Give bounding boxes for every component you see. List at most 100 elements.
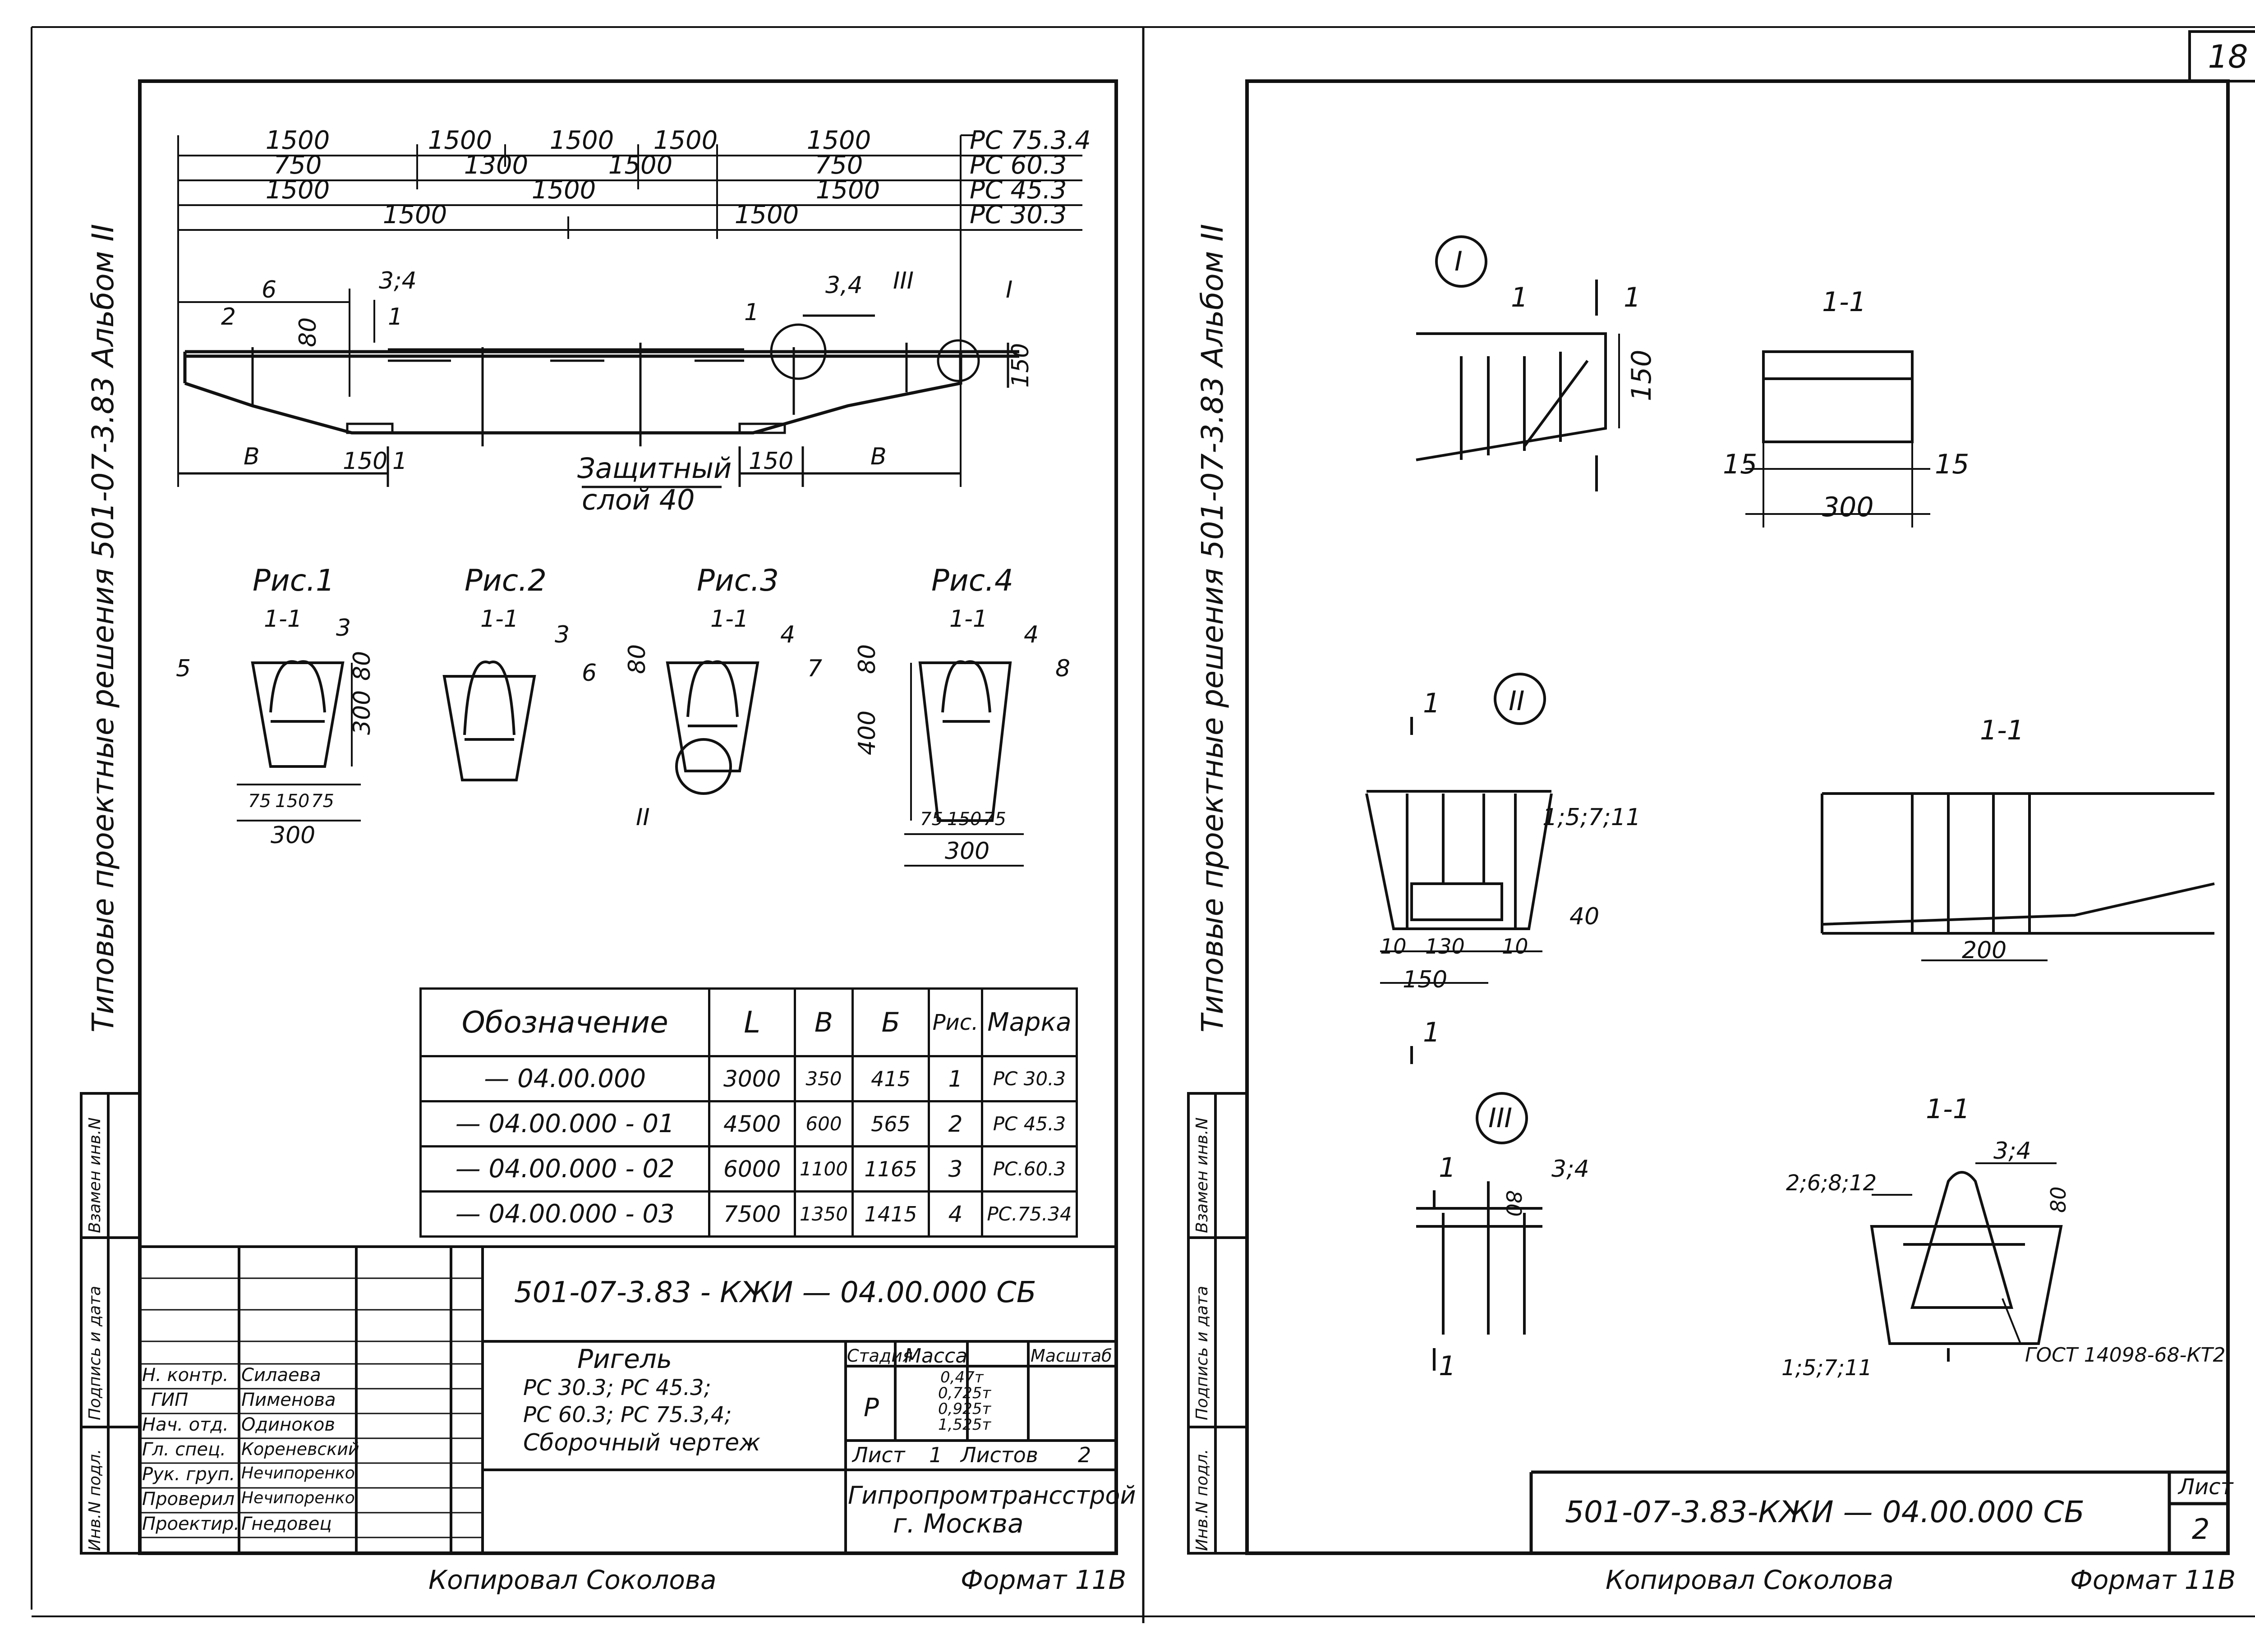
left-stamp-sign: Подпись и дата — [86, 1285, 104, 1420]
detail-III-leader: 3;4 — [1551, 1156, 1589, 1183]
dim-row2-v1: 750 — [274, 151, 322, 180]
fig4-dim-300-bottom: 300 — [945, 838, 989, 865]
detail-II-dim-40: 40 — [1569, 903, 1599, 930]
role-name: Гнедовец — [241, 1514, 332, 1534]
role-label: Н. контр. — [142, 1365, 229, 1386]
elev-pos-2: 2 — [221, 303, 236, 330]
section-top-dim-300: 300 — [1822, 491, 1874, 523]
copied-by-left: Копировал Соколова — [428, 1565, 717, 1595]
spec-cell: 600 — [793, 1100, 854, 1147]
table-row: — 04.00.000 - 01 4500 600 565 2 РС 45.3 — [419, 1100, 1078, 1147]
title-name-1: Ригель — [577, 1344, 672, 1374]
spec-cell: — 04.00.000 - 02 — [419, 1145, 711, 1193]
section-top-title: 1-1 — [1822, 286, 1866, 318]
section-bottom-leader-bottom: 1;5;7;11 — [1781, 1355, 1872, 1381]
spec-cell: 4 — [928, 1190, 983, 1238]
protective-layer-1: Защитный — [577, 452, 732, 485]
title-code-left: 501-07-3.83 - КЖИ — 04.00.000 СБ — [514, 1276, 1036, 1309]
role-name: Одиноков — [241, 1414, 335, 1435]
elev-callout-I: I — [1006, 276, 1012, 303]
sheets-value-left: 2 — [1078, 1443, 1091, 1467]
fig1-dim-75a: 75 — [248, 791, 271, 812]
detail-II-section-mark: 1 — [1423, 688, 1440, 719]
spec-cell: 1165 — [851, 1145, 930, 1193]
section-bottom-gost: ГОСТ 14098-68-КТ2 — [2025, 1344, 2226, 1367]
detail-II-section-mark-b: 1 — [1423, 1017, 1440, 1048]
right-stamp-inv: Инв.N подл. — [1193, 1449, 1211, 1551]
album-title-right: Типовые проектные решения 501-07-3.83 Ал… — [1195, 224, 1230, 1032]
fig4-dim-75a: 75 — [920, 809, 943, 830]
fig3-section: 1-1 — [710, 606, 749, 633]
fig1-dim-150: 150 — [275, 791, 309, 812]
sheet-value-right: 2 — [2192, 1513, 2210, 1546]
elev-pos-1: 1 — [744, 299, 759, 326]
detail-I-dim-150: 150 — [1626, 349, 1657, 401]
role-name: Кореневский — [241, 1439, 359, 1459]
spec-table: Обозначение L В Б Рис. Марка — 04.00.000… — [419, 987, 1078, 1238]
fig4-dim-400: 400 — [854, 711, 881, 755]
fig1-leader-5: 5 — [176, 655, 191, 682]
fig4-dim-150: 150 — [947, 809, 981, 830]
spec-cell: 415 — [851, 1055, 930, 1102]
fig1-dim-300-bottom: 300 — [271, 822, 315, 849]
detail-III-section-mark-b: 1 — [1439, 1350, 1456, 1382]
dim-row2-v2: 1300 — [464, 151, 529, 180]
spec-header-V: В — [793, 987, 854, 1057]
role-label: Нач. отд. — [142, 1414, 229, 1435]
elev-dim-B-right: В — [870, 443, 887, 470]
dim-row2-v4: 750 — [815, 151, 863, 180]
detail-III-label: III — [1488, 1102, 1512, 1134]
detail-II-label: II — [1509, 685, 1524, 717]
fig4-section: 1-1 — [949, 606, 988, 633]
spec-cell: 3000 — [708, 1055, 796, 1102]
right-stamp-replace: Взамен инв.N — [1193, 1117, 1211, 1233]
role-label: Проверил — [142, 1489, 235, 1510]
role-label: Проектир. — [142, 1514, 240, 1534]
elev-section-mark: 1 — [388, 303, 403, 330]
elev-dim-6: 6 — [262, 276, 276, 303]
fig1-title: Рис.1 — [253, 563, 335, 598]
dim-row3-v1: 1500 — [266, 175, 330, 205]
elev-dim-150-a: 150 — [343, 448, 387, 475]
table-row: — 04.00.000 3000 350 415 1 РС 30.3 — [419, 1055, 1078, 1102]
elev-dim-150-right: 150 — [1007, 343, 1034, 388]
page-number: 18 — [2208, 38, 2248, 75]
protective-layer-2: слой 40 — [582, 483, 695, 516]
dim-row4-v2: 1500 — [735, 200, 799, 229]
spec-cell: РС 30.3 — [980, 1055, 1078, 1102]
dim-row2-label: РС 60.3 — [970, 151, 1067, 180]
fig4-title: Рис.4 — [931, 563, 1013, 598]
dim-row1-v3: 1500 — [550, 126, 614, 155]
role-label: ГИП — [151, 1390, 189, 1410]
detail-II-dim-10a: 10 — [1380, 934, 1407, 959]
title-code-right: 501-07-3.83-КЖИ — 04.00.000 СБ — [1565, 1495, 2085, 1529]
scale-header: Масштаб — [1031, 1346, 1112, 1366]
dim-row2-v3: 1500 — [608, 151, 673, 180]
format-left: Формат 11В — [961, 1565, 1127, 1595]
detail-I-section-mark-b: 1 — [1624, 282, 1641, 313]
dim-row4-label: РС 30.3 — [970, 200, 1067, 229]
left-stamp-inv: Инв.N подл. — [86, 1449, 104, 1551]
fig4-leader-4: 4 — [1024, 621, 1039, 648]
elev-section-mark-bottom: 1 — [392, 448, 407, 475]
dim-row1-v4: 1500 — [653, 126, 718, 155]
fig1-dim-300: 300 — [349, 690, 376, 735]
spec-cell: РС.60.3 — [980, 1145, 1078, 1193]
detail-I-section-mark: 1 — [1511, 282, 1528, 313]
fig1-leader-3: 3 — [336, 615, 351, 642]
elev-dim-150-b: 150 — [749, 448, 793, 475]
elev-dim-B-left: В — [244, 443, 260, 470]
fig4-dim-75b: 75 — [983, 809, 1006, 830]
spec-cell: 4500 — [708, 1100, 796, 1147]
spec-cell: РС 45.3 — [980, 1100, 1078, 1147]
table-row: — 04.00.000 - 02 6000 1100 1165 3 РС.60.… — [419, 1145, 1078, 1193]
detail-II-dim-130: 130 — [1425, 934, 1465, 959]
sheet-label-left: Лист — [852, 1443, 905, 1467]
dim-row3-label: РС 45.3 — [970, 175, 1067, 205]
detail-III-section-mark: 1 — [1439, 1152, 1456, 1184]
mass-value-1: 0,47т — [940, 1368, 984, 1386]
detail-I-label: I — [1454, 246, 1463, 277]
dim-row3-v3: 1500 — [816, 175, 880, 205]
mass-value-2: 0,725т — [938, 1384, 991, 1402]
